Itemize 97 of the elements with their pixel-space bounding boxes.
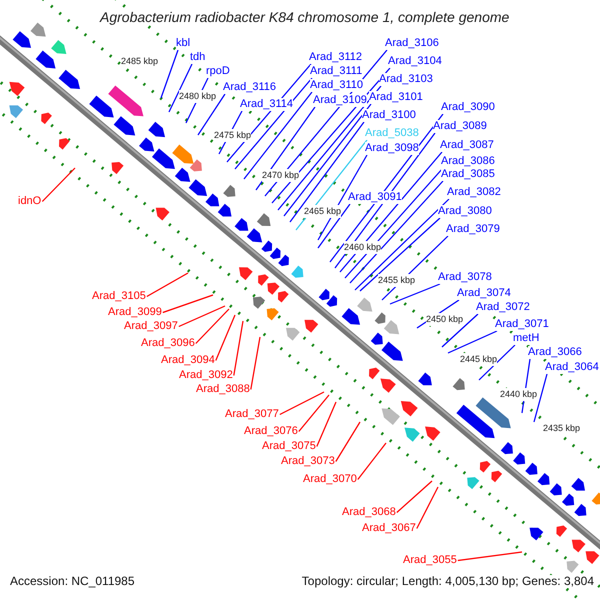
leader-line — [234, 78, 312, 170]
scale-label: 2485 kbp — [121, 55, 158, 68]
gene-label: Arad_3076 — [244, 425, 298, 438]
gene-label: Arad_3068 — [342, 506, 396, 519]
gene-label: Arad_3067 — [362, 522, 416, 535]
leader-line — [168, 64, 193, 112]
gene-label: Arad_3082 — [447, 186, 501, 199]
gene-label: Arad_3092 — [179, 369, 233, 382]
leader-line — [198, 94, 226, 136]
leader-line — [350, 180, 444, 284]
leader-line — [448, 330, 498, 354]
gene-label: Arad_3087 — [440, 139, 494, 152]
scale-label: 2460 kbp — [344, 241, 382, 254]
leader-line — [195, 308, 230, 344]
gene-label: Arad_3089 — [433, 120, 487, 133]
gene-label: Arad_3101 — [369, 91, 423, 104]
leader-line — [416, 486, 439, 529]
gene-label: Arad_3066 — [528, 346, 582, 359]
leader-line — [250, 336, 261, 390]
leader-line — [280, 391, 324, 416]
leader-line — [298, 394, 330, 432]
map-title: Agrobacterium radiobacter K84 chromosome 1, complete genome — [100, 11, 510, 24]
genome-summary-text: Topology: circular; Length: 4,005,130 bp; Genes: 3,804 — [302, 575, 594, 588]
leader-line — [318, 204, 350, 248]
leader-line — [340, 152, 442, 272]
gene-label: Arad_3090 — [441, 101, 495, 114]
gene-label: Arad_3091 — [348, 191, 402, 204]
leader-line — [360, 218, 440, 292]
leader-line — [284, 104, 372, 216]
gene-label: Arad_3105 — [92, 290, 146, 303]
leader-line — [533, 374, 548, 422]
scale-label: 2475 kbp — [214, 129, 252, 142]
gene-label: Arad_3103 — [379, 73, 433, 86]
leader-line — [357, 442, 386, 480]
gene-label: rpoD — [206, 65, 230, 78]
gene-label: tdh — [190, 51, 206, 64]
leader-line — [278, 86, 382, 210]
gene-label: Arad_3096 — [141, 337, 195, 350]
gene-label: Arad_3098 — [365, 142, 419, 155]
gene-label: Arad_3086 — [441, 155, 495, 168]
gene-label: Arad_3110 — [310, 79, 364, 92]
scale-label: 2435 kbp — [543, 422, 580, 435]
gene-label: Arad_3097 — [124, 320, 178, 333]
leader-line — [335, 422, 361, 462]
gene-label: Arad_3055 — [403, 554, 457, 567]
scale-label: 2470 kbp — [262, 169, 300, 182]
leader-line — [390, 283, 440, 305]
scale-label: 2440 kbp — [500, 388, 538, 401]
gene-label: Arad_3070 — [303, 473, 357, 486]
gene-label: Arad_3116 — [223, 81, 276, 94]
leader-line — [244, 92, 312, 180]
leader-line — [354, 198, 450, 290]
gene-label: Arad_3085 — [441, 168, 495, 181]
leader-line — [344, 168, 444, 278]
gene-label: metH — [513, 332, 540, 345]
gene-label: Arad_3078 — [438, 271, 492, 284]
gene-label: Arad_3071 — [495, 318, 549, 331]
gene-label: Arad_3075 — [262, 440, 316, 453]
gene-label: Arad_3094 — [161, 354, 215, 367]
gene-label: Arad_3079 — [446, 223, 500, 236]
gene-label: Arad_3106 — [385, 37, 439, 50]
accession-text: Accession: NC_011985 — [10, 575, 135, 588]
gene-label: kbl — [176, 37, 190, 50]
leader-line — [256, 106, 316, 190]
leader-line — [178, 305, 226, 328]
gene-label: Arad_3104 — [388, 55, 442, 68]
leader-line — [458, 551, 522, 562]
leader-line — [442, 314, 478, 348]
leader-line — [162, 294, 214, 314]
scale-label: 2455 kbp — [378, 274, 416, 287]
gene-label: Arad_3080 — [438, 205, 492, 218]
gene-label: Arad_3112 — [309, 51, 362, 64]
leader-line — [478, 344, 516, 380]
gene-label: Arad_3099 — [108, 306, 162, 319]
scale-label: 2465 kbp — [304, 205, 342, 218]
leader-line — [42, 168, 76, 202]
scale-label: 2480 kbp — [179, 90, 216, 103]
leader-line — [316, 402, 337, 447]
leader-line — [290, 122, 364, 222]
leader-line — [233, 320, 244, 376]
gene-label: Arad_3100 — [362, 109, 416, 122]
gene-label: Arad_3111 — [310, 65, 362, 78]
leader-line — [146, 272, 188, 298]
gene-label: Arad_3064 — [545, 361, 599, 374]
leader-line — [215, 314, 236, 361]
gene-label: Arad_3074 — [457, 287, 511, 300]
gene-label: Arad_3114 — [240, 98, 294, 111]
gene-label: Arad_3088 — [196, 383, 250, 396]
gene-label: Arad_3072 — [476, 301, 530, 314]
gene-label: Arad_5038 — [365, 127, 419, 140]
leader-line — [160, 50, 179, 98]
leader-line — [396, 480, 432, 513]
scale-label: 2445 kbp — [460, 353, 498, 366]
scale-label: 2450 kbp — [426, 313, 464, 326]
gene-label: Arad_3073 — [281, 455, 335, 468]
gene-label: Arad_3077 — [225, 408, 279, 421]
gene-label: Arad_3109 — [313, 94, 367, 107]
